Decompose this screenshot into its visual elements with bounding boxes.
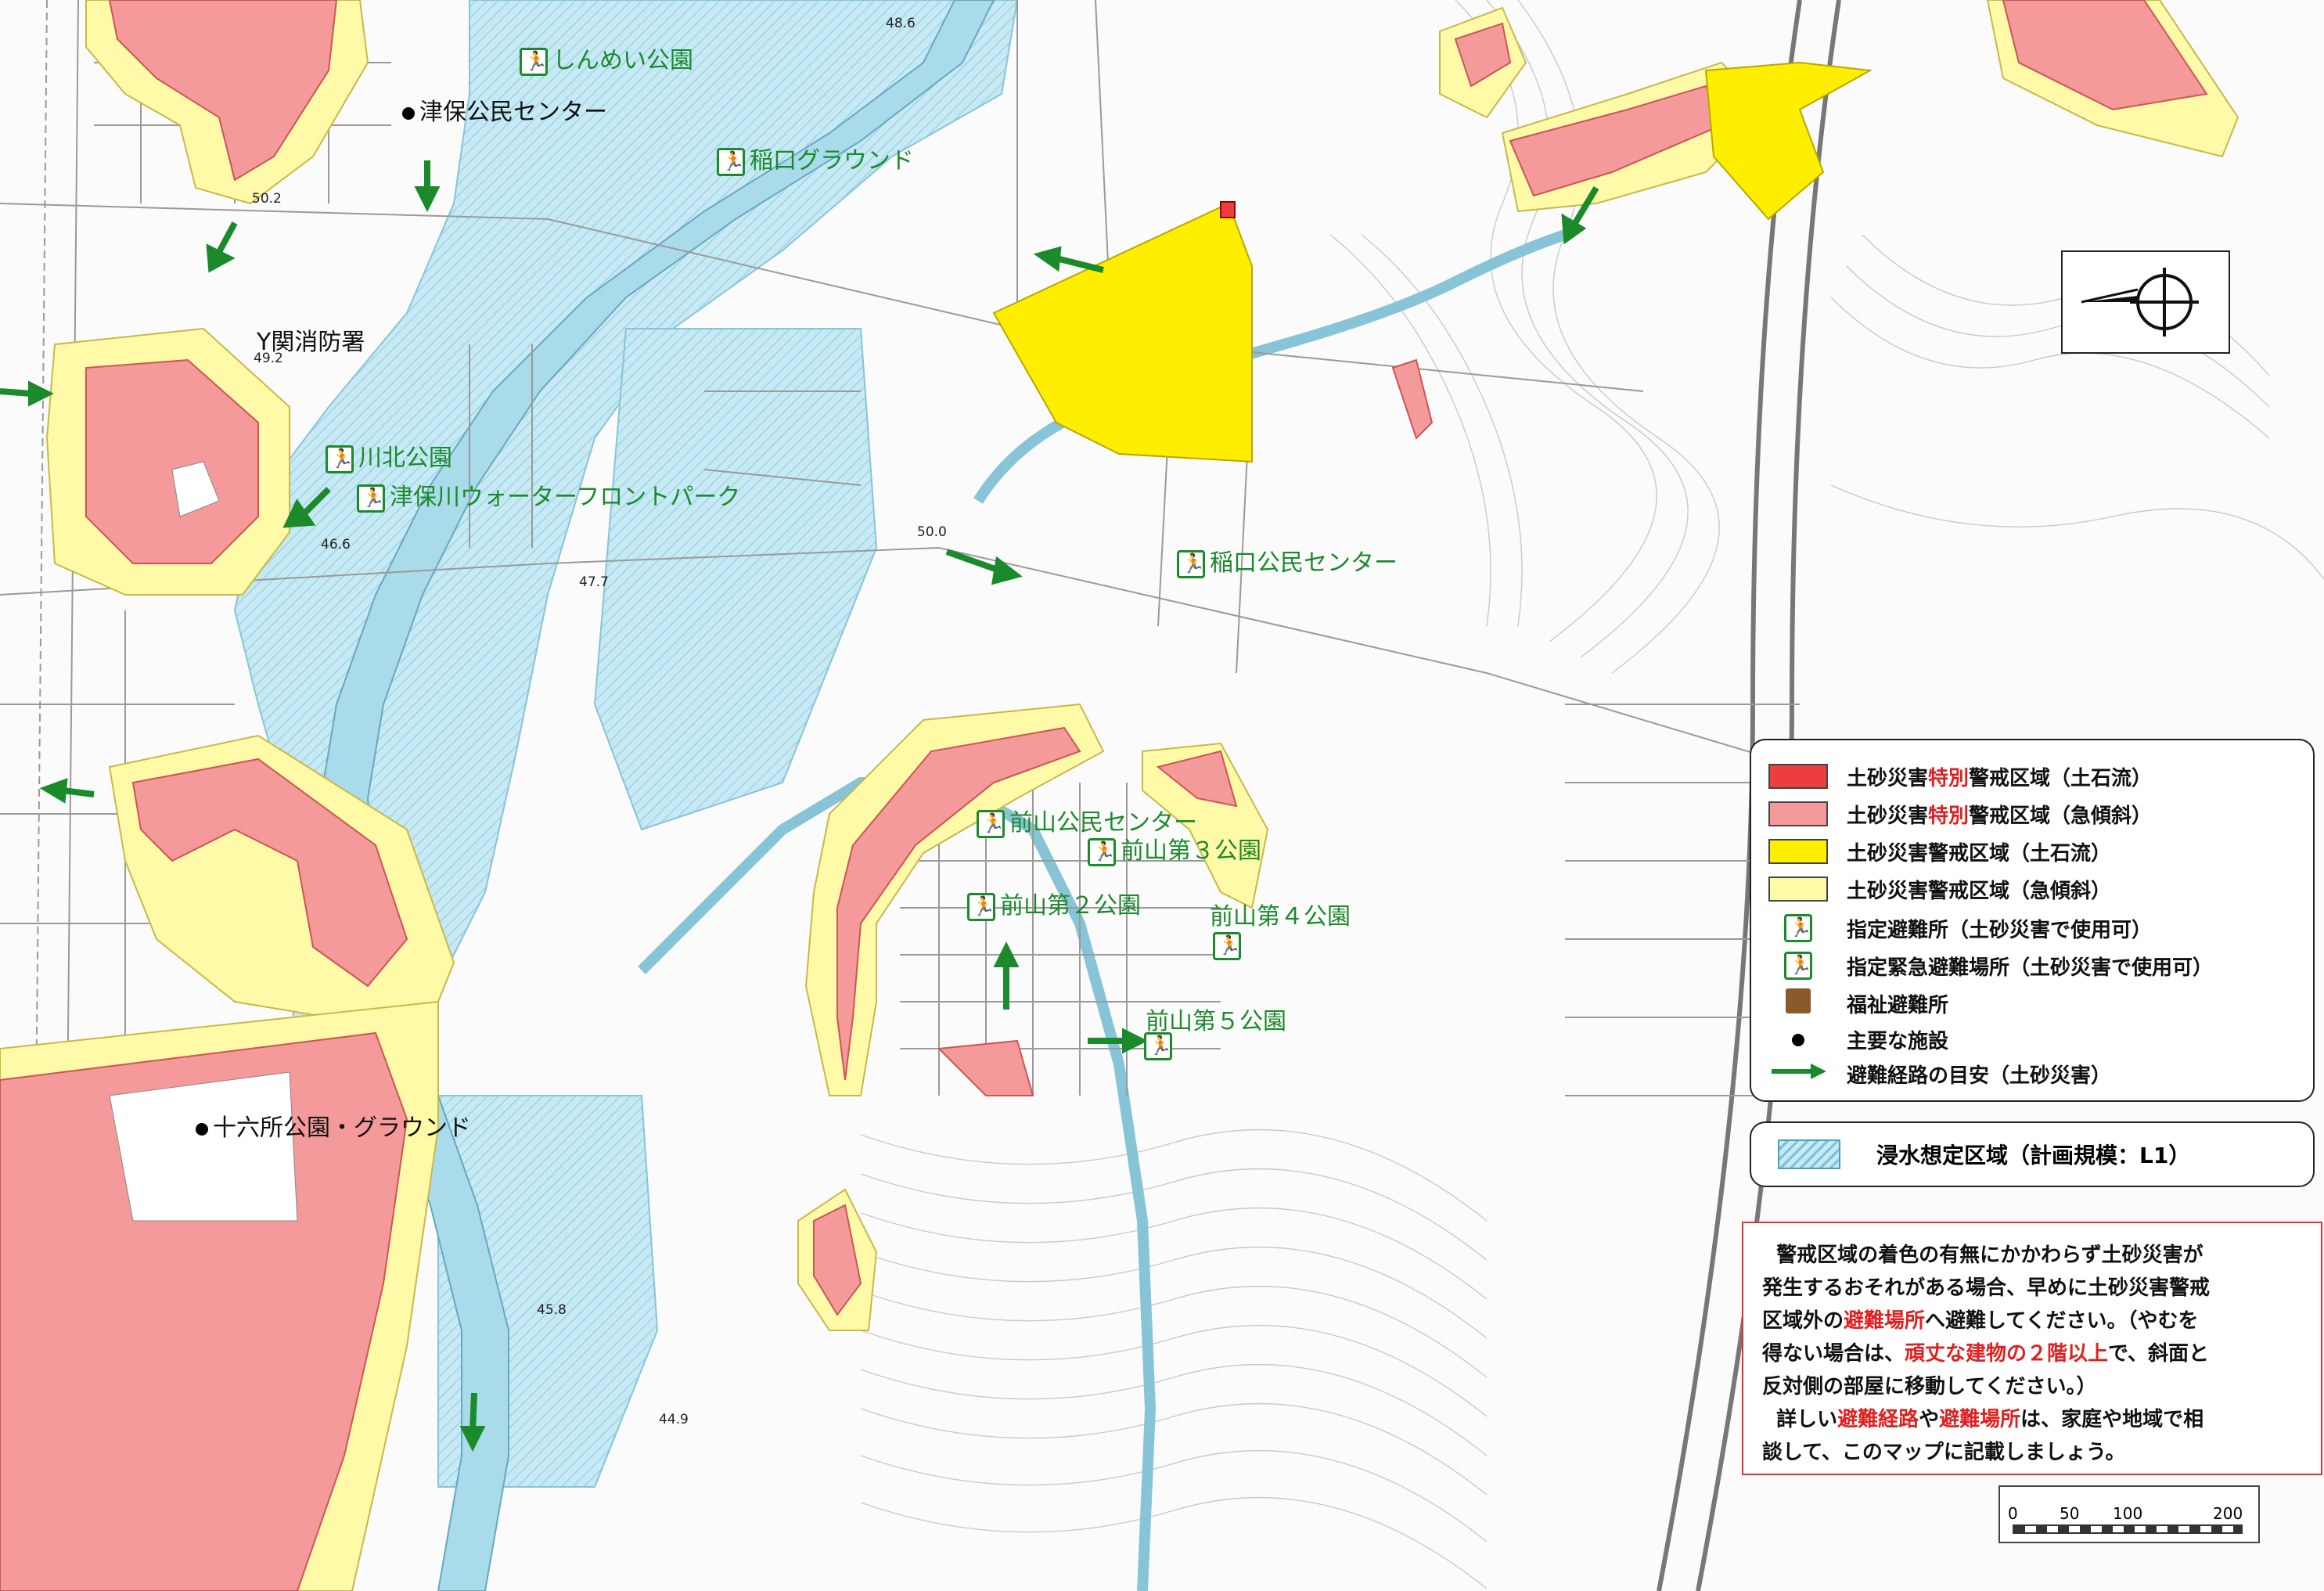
stream-2: [973, 229, 1567, 504]
evacuation-site-icon: [1177, 549, 1205, 578]
scale-tick-label: 0: [2008, 1504, 2018, 1523]
scale-tick-label: 200: [2213, 1504, 2243, 1523]
legend-row: 指定避難所（土砂災害で使用可）: [1768, 912, 2152, 944]
facility-dot-icon: [196, 1122, 208, 1136]
elevation-point: 50.2: [252, 191, 282, 207]
legend-row: 土砂災害警戒区域（急傾斜）: [1768, 873, 2111, 905]
north-arrow: [2061, 250, 2230, 354]
legend-row: 主要な施設: [1768, 1024, 1948, 1055]
evacuation-site-icon: [1088, 837, 1116, 866]
tsubo-river: [319, 0, 995, 1591]
notice-line: 発生するおそれがある場合、早めに土砂災害警戒: [1762, 1276, 2211, 1300]
maeyama5-icon-wrap: [1144, 1031, 1177, 1060]
evacuation-site-icon: [977, 809, 1005, 838]
legend-swatch: [1768, 876, 1828, 902]
scale-ruler: [2013, 1524, 2243, 1534]
maeyama4-icon-wrap: [1213, 931, 1246, 960]
notice-line: 詳しい避難経路や避難場所は、家庭や地域で相: [1776, 1408, 2204, 1431]
legend-row: 指定緊急避難場所（土砂災害で使用可）: [1768, 950, 2213, 981]
elevation-point: 48.6: [886, 16, 916, 31]
notice-line: 反対側の部屋に移動してください。）: [1762, 1375, 2097, 1398]
legend-row: 土砂災害特別警戒区域（急傾斜）: [1768, 798, 2152, 830]
flood-legend: 浸水想定区域（計画規模：L1）: [1750, 1121, 2315, 1187]
evacuation-site-icon: [1144, 1031, 1172, 1060]
legend-row: 土砂災害警戒区域（土石流）: [1768, 836, 2111, 867]
evacuation-site-icon: [967, 892, 995, 921]
tsubo-center-label: 津保公民センター: [402, 92, 607, 127]
legend-swatch: [1768, 801, 1828, 826]
hazard-zones: [0, 0, 2239, 1591]
elevation-point: 49.2: [254, 351, 283, 366]
notice-line: 警戒区域の着色の有無にかかわらず土砂災害が: [1776, 1244, 2203, 1267]
maeyama3-label: 前山第３公園: [1088, 831, 1261, 866]
fire-station-icon: Y: [257, 329, 272, 356]
emergency-site-icon: [1784, 952, 1812, 980]
notice-line: 区域外の避難場所へ避難してください。（やむを: [1762, 1309, 2199, 1333]
notice-line: 談して、このマップに記載しましょう。: [1762, 1441, 2126, 1464]
facility-dot-icon: [1792, 1033, 1804, 1046]
maeyama4-label: 前山第４公園: [1210, 903, 1351, 930]
elevation-point: 47.7: [579, 574, 609, 590]
elevation-point: 45.8: [537, 1302, 567, 1318]
kawakita-park-label: 川北公園: [326, 438, 452, 473]
maeyama2-label: 前山第２公園: [967, 886, 1141, 921]
notice-line: 得ない場合は、頑丈な建物の２階以上で、斜面と: [1762, 1342, 2209, 1366]
facility-dot-icon: [402, 106, 415, 120]
evacuation-site-icon: [520, 47, 548, 76]
evacuation-site-icon: [1213, 931, 1241, 960]
route-arrow-icon: [1768, 1062, 1828, 1086]
elevation-point: 44.9: [659, 1412, 689, 1427]
legend: 土砂災害特別警戒区域（土石流） 土砂災害特別警戒区域（急傾斜） 土砂災害警戒区域…: [1750, 739, 2315, 1102]
fire-station-label: Y関消防署: [257, 329, 365, 356]
scale-tick-label: 50: [2060, 1504, 2080, 1523]
evacuation-notice: 警戒区域の着色の有無にかかわらず土砂災害が 発生するおそれがある場合、早めに土砂…: [1742, 1222, 2322, 1475]
inaguchi-center-label: 稲口公民センター: [1177, 543, 1398, 578]
evacuation-routes: [0, 160, 1599, 1452]
inaguchi-ground-label: 稲口グラウンド: [717, 141, 914, 176]
welfare-shelter-icon: [1786, 988, 1811, 1013]
juroku-park-label: 十六所公園・グラウンド: [196, 1108, 471, 1143]
flood-swatch: [1778, 1139, 1840, 1169]
maeyama5-label: 前山第５公園: [1146, 1008, 1286, 1035]
north-arrow-icon: [2081, 268, 2199, 337]
elevation-point: 46.6: [321, 537, 351, 553]
legend-row: 避難経路の目安（土砂災害）: [1768, 1058, 2111, 1089]
legend-swatch: [1768, 764, 1828, 789]
shelter-icon: [1784, 914, 1812, 942]
maeyama-center-label: 前山公民センター: [977, 803, 1197, 838]
legend-row: 福祉避難所: [1768, 988, 1948, 1019]
evacuation-site-icon: [357, 484, 385, 513]
evacuation-site-icon: [326, 445, 354, 473]
waterfront-park-label: 津保川ウォーターフロントパーク: [357, 477, 740, 513]
scale-bar: 0 50 100 200: [1998, 1485, 2260, 1543]
elevation-point: 50.0: [917, 524, 947, 540]
legend-row: 土砂災害特別警戒区域（土石流）: [1768, 761, 2152, 792]
evacuation-site-icon: [717, 147, 745, 176]
scale-tick-label: 100: [2113, 1504, 2143, 1523]
legend-swatch: [1768, 839, 1828, 864]
shinmei-park-label: しんめい公園: [520, 41, 693, 76]
